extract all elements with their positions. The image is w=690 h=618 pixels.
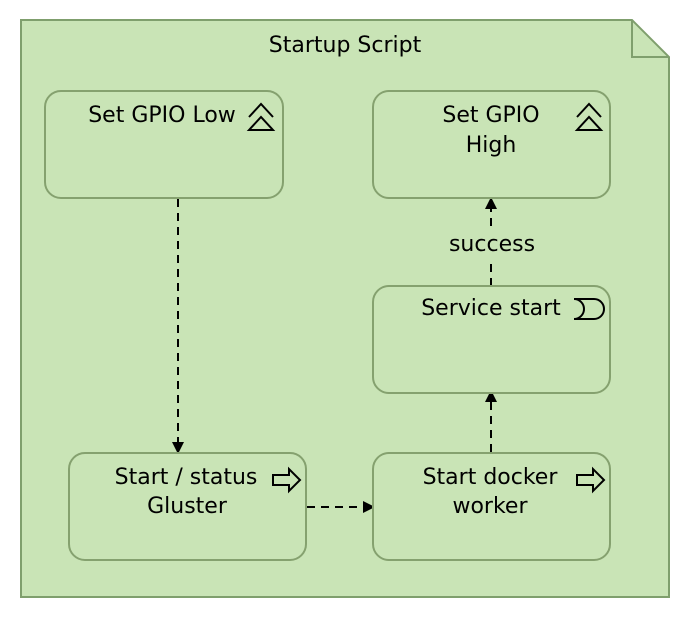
- node-box: [44, 90, 284, 199]
- node-label-line-2: worker: [452, 494, 528, 519]
- node-service-start[interactable]: Service start: [372, 285, 611, 394]
- node-start-status-gluster[interactable]: Start / status Gluster: [68, 452, 307, 561]
- edges: [172, 197, 497, 513]
- node-label-line-1: Start docker: [423, 465, 559, 490]
- folded-corner: [631, 20, 669, 58]
- node-set-gpio-low[interactable]: Set GPIO Low: [44, 90, 284, 199]
- container-title: Startup Script: [269, 33, 422, 58]
- node-label-line-2: Gluster: [147, 494, 228, 519]
- node-box: [372, 452, 611, 561]
- node-label-line-1: Start / status: [115, 465, 258, 490]
- edge-label-success: success: [449, 232, 535, 257]
- service-icon: [573, 298, 605, 320]
- event-chevron-icon: [574, 102, 604, 131]
- node-start-docker-worker[interactable]: Start docker worker: [372, 452, 611, 561]
- node-box: [68, 452, 307, 561]
- node-label: Service start: [421, 296, 561, 321]
- process-arrow-icon: [272, 466, 302, 494]
- process-arrow-icon: [576, 466, 606, 494]
- node-label-line-2: High: [466, 133, 517, 158]
- node-label: Set GPIO Low: [88, 103, 236, 128]
- node-box: [372, 285, 611, 394]
- node-label-line-1: Set GPIO: [442, 103, 539, 128]
- event-chevron-icon: [246, 102, 276, 131]
- node-box: [372, 90, 611, 199]
- node-set-gpio-high[interactable]: Set GPIO High: [372, 90, 611, 199]
